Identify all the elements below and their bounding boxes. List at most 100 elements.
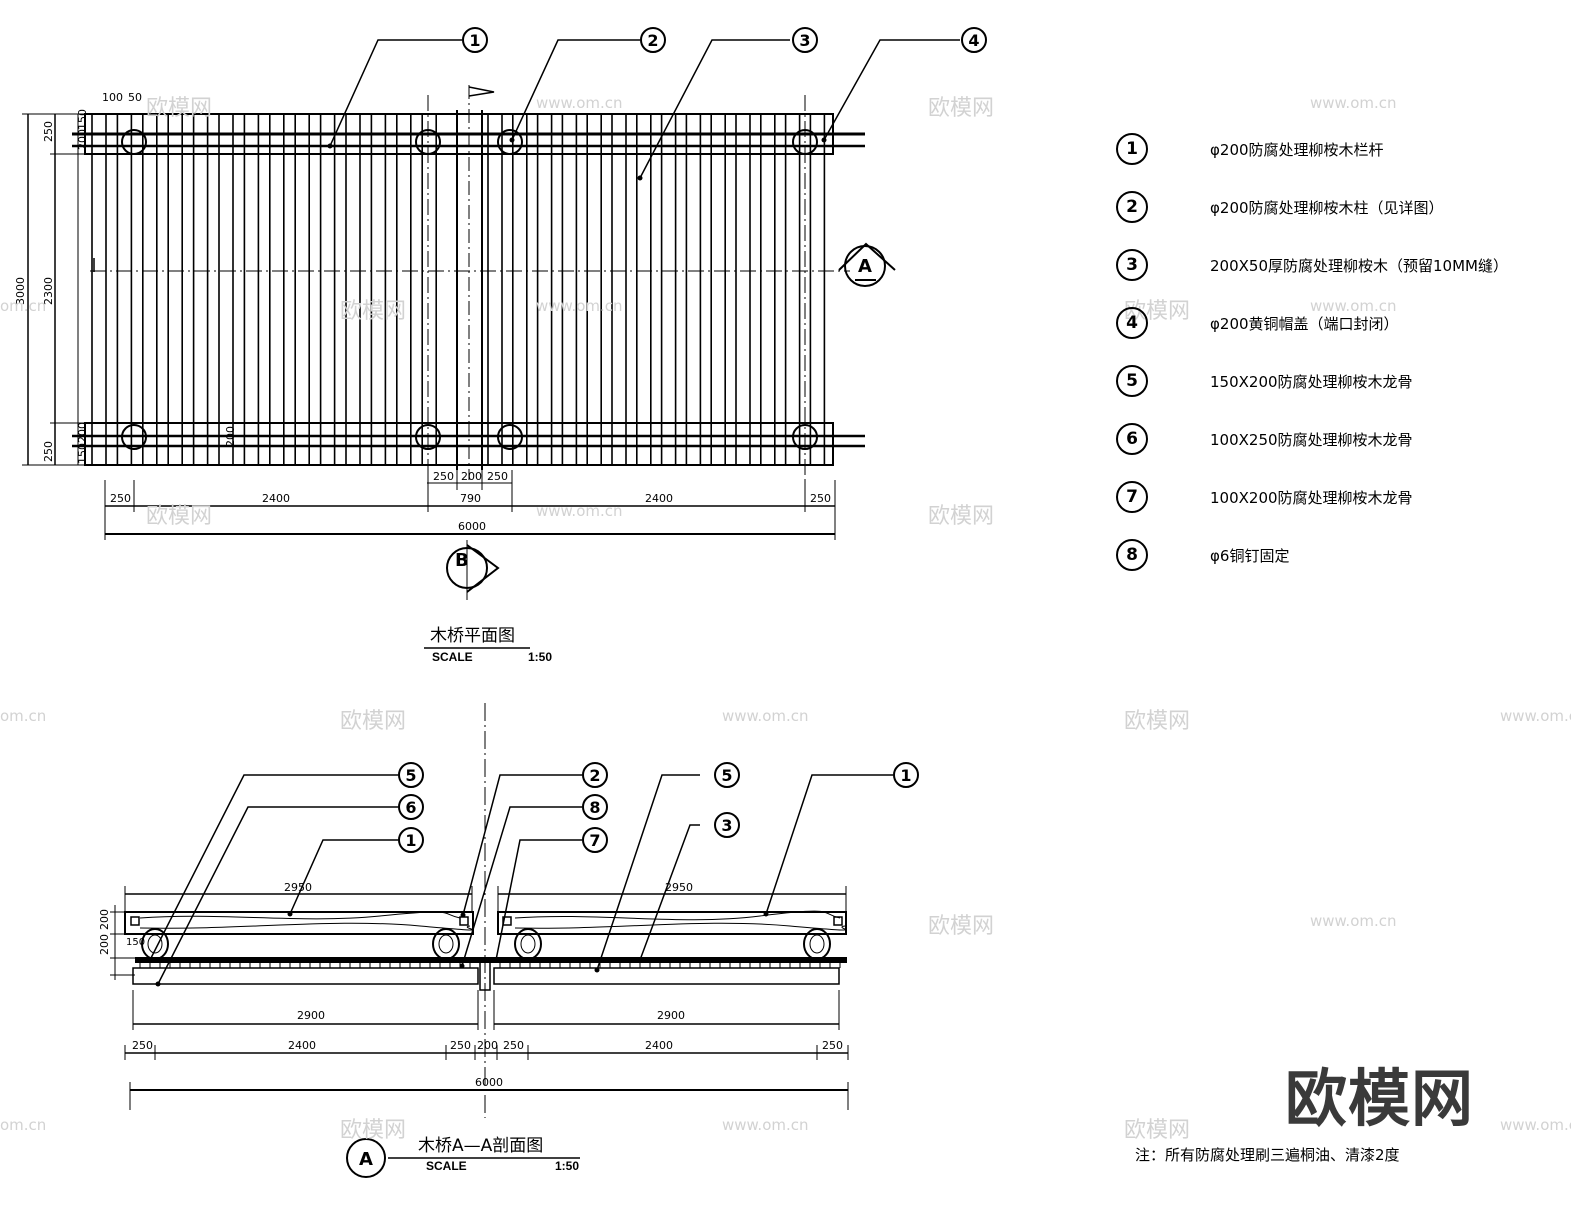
plan-deck-board	[685, 113, 702, 466]
watermark-url-12: om.cn	[0, 1116, 47, 1134]
plan-dim-250-bottom: 250	[42, 441, 55, 462]
plan-dim-small-3: 150	[76, 443, 89, 464]
watermark-url-13: www.om.cn	[1500, 1116, 1571, 1134]
section-mark: A	[359, 1149, 373, 1170]
plan-deck-boards-right	[487, 113, 826, 466]
section-joist-right	[493, 967, 840, 985]
section-center-post	[479, 959, 491, 991]
plan-title: 木桥平面图	[430, 626, 515, 646]
plan-callout-1: 1	[469, 31, 480, 50]
plan-bottom-band	[84, 422, 834, 466]
plan-dim-3000: 3000	[14, 277, 27, 305]
plan-callout-2: 2	[647, 31, 658, 50]
legend-text-6: 100X250防腐处理柳桉木龙骨	[1210, 431, 1413, 449]
plan-deck-board	[809, 113, 826, 466]
watermark-url-10: om.cn	[0, 297, 47, 315]
watermark-brand-8: 欧模网	[1124, 709, 1191, 734]
section-railing-right	[497, 911, 847, 935]
plan-dim-2300: 2300	[42, 277, 55, 305]
plan-dim-top-100: 100	[102, 91, 123, 104]
plan-deck-board	[759, 113, 776, 466]
watermark-url-3: www.om.cn	[536, 297, 623, 315]
legend-number-3: 3	[1116, 249, 1148, 281]
plan-deck-board	[192, 113, 209, 466]
watermark-url-5: www.om.cn	[536, 502, 623, 520]
plan-deck-board	[586, 113, 603, 466]
plan-scale-value: 1:50	[528, 650, 552, 664]
legend-text-8: φ6铜钉固定	[1210, 547, 1290, 565]
plan-dim-small-4: 200	[76, 422, 89, 443]
plan-deck-board	[561, 113, 578, 466]
watermark-url-9: www.om.cn	[1500, 707, 1571, 725]
plan-dim-b-250b: 250	[433, 470, 454, 483]
section-dim-200: 200	[477, 1039, 498, 1052]
legend-text-4: φ200黄铜帽盖（端口封闭）	[1210, 315, 1399, 333]
legend-text-1: φ200防腐处理柳桉木栏杆	[1210, 141, 1384, 159]
section-dim-2950a: 2950	[284, 881, 312, 894]
plan-dim-b-2400b: 2400	[645, 492, 673, 505]
section-dim-250d: 250	[822, 1039, 843, 1052]
plan-dimension-labels: 1 2 3 4 A B 100 50 3000 2300 250 250 200…	[14, 31, 980, 571]
plan-deck-boards-left	[91, 113, 438, 466]
plan-deck-board	[635, 113, 652, 466]
section-callout-5b: 5	[721, 766, 732, 785]
legend-text-5: 150X200防腐处理柳桉木龙骨	[1210, 373, 1413, 391]
plan-scale-label: SCALE	[432, 650, 473, 664]
section-title: 木桥A—A剖面图	[418, 1136, 543, 1156]
section-dim-2900b: 2900	[657, 1009, 685, 1022]
plan-deck-board	[421, 113, 438, 466]
legend-item-8: 8 φ6铜钉固定	[1110, 539, 1565, 579]
legend-number-5: 5	[1116, 365, 1148, 397]
plan-deck-board	[511, 113, 528, 466]
section-dim-2950b: 2950	[665, 881, 693, 894]
section-dim-250c: 250	[503, 1039, 524, 1052]
plan-deck-board	[167, 113, 183, 466]
watermark-brand-10: 欧模网	[340, 1118, 407, 1143]
plan-dim-b-250d: 250	[810, 492, 831, 505]
plan-deck-board	[660, 113, 677, 466]
section-dim-2900a: 2900	[297, 1009, 325, 1022]
section-deck	[135, 957, 847, 963]
plan-deck-board	[218, 113, 234, 466]
legend-number-2: 2	[1116, 191, 1148, 223]
plan-dim-small-2: 150	[76, 109, 89, 130]
section-labels: 5 6 1 2 8 7 5 3 1 2950 2950 2900 2900 25…	[98, 766, 912, 1173]
plan-deck-board	[487, 113, 503, 466]
watermark-brand-2: 欧模网	[928, 96, 995, 121]
plan-dim-top-50: 50	[128, 91, 142, 104]
plan-view	[22, 27, 987, 600]
plan-deck-board	[268, 113, 285, 466]
watermark-url-4: www.om.cn	[1310, 297, 1397, 315]
section-callout-8: 8	[589, 798, 600, 817]
plan-posts	[121, 129, 818, 450]
watermark-brand-9: 欧模网	[928, 914, 995, 939]
plan-deck-board	[784, 113, 801, 466]
section-callout-2: 2	[589, 766, 600, 785]
legend-number-1: 1	[1116, 133, 1148, 165]
plan-title-block: 木桥平面图 SCALE 1:50	[424, 626, 552, 664]
section-view	[110, 703, 919, 1178]
watermark-brand-5: 欧模网	[146, 504, 213, 529]
legend-item-6: 6 100X250防腐处理柳桉木龙骨	[1110, 423, 1565, 463]
section-scale-value: 1:50	[555, 1159, 579, 1173]
plan-elevation-mark: B	[455, 550, 469, 571]
watermark-brand-11: 欧模网	[1124, 1118, 1191, 1143]
note-text: 注：所有防腐处理刷三遍桐油、清漆2度	[1135, 1146, 1400, 1164]
plan-callout-3: 3	[799, 31, 810, 50]
legend-number-8: 8	[1116, 539, 1148, 571]
watermark-logo: 欧模网	[1285, 1062, 1475, 1135]
plan-deck-board	[735, 113, 751, 466]
legend-number-4: 4	[1116, 307, 1148, 339]
plan-deck-board	[710, 113, 727, 466]
plan-deck-board	[611, 113, 627, 466]
section-dim-left-1: 200	[98, 909, 111, 930]
plan-dim-small-1: 200	[76, 129, 89, 150]
watermark-url-6: www.om.cn	[722, 707, 809, 725]
plan-deck-board	[116, 113, 133, 466]
plan-dim-b-2400a: 2400	[262, 492, 290, 505]
legend-item-7: 7 100X200防腐处理柳桉木龙骨	[1110, 481, 1565, 521]
plan-deck-board	[395, 113, 412, 466]
plan-dim-inner: 200	[224, 426, 237, 447]
section-dim-left-2: 200	[98, 934, 111, 955]
